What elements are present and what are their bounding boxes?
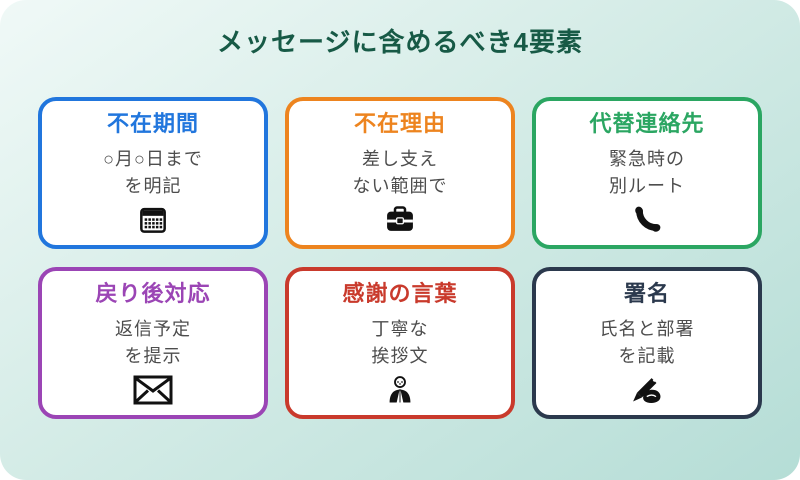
writing-hand-icon <box>630 375 664 405</box>
card-title: 感謝の言葉 <box>342 281 458 306</box>
card-line: 別ルート <box>609 176 685 196</box>
briefcase-icon <box>385 205 415 235</box>
card-line: ○月○日まで <box>103 149 203 169</box>
card-line: 差し支え <box>362 149 438 169</box>
card-title: 署名 <box>623 281 670 306</box>
page-title: メッセージに含めるべき4要素 <box>217 27 583 57</box>
card-absence-period: 不在期間 ○月○日まで を明記 <box>38 97 268 249</box>
praying-person-icon <box>385 375 415 405</box>
card-thanks: 感謝の言葉 丁寧な 挨拶文 <box>285 267 515 419</box>
card-alternative-contact: 代替連絡先 緊急時の 別ルート <box>532 97 762 249</box>
card-line: 挨拶文 <box>371 346 429 366</box>
envelope-icon <box>133 375 173 405</box>
card-line: を提示 <box>124 346 182 366</box>
card-line: 緊急時の <box>609 149 685 169</box>
card-line: ない範囲で <box>352 176 448 196</box>
card-absence-reason: 不在理由 差し支え ない範囲で <box>285 97 515 249</box>
card-signature: 署名 氏名と部署 を記載 <box>532 267 762 419</box>
card-title: 代替連絡先 <box>589 111 705 136</box>
card-line: を明記 <box>124 176 182 196</box>
card-title: 戻り後対応 <box>95 281 211 306</box>
card-line: 氏名と部署 <box>599 319 695 339</box>
card-title: 不在期間 <box>106 111 199 136</box>
card-after-return: 戻り後対応 返信予定 を提示 <box>38 267 268 419</box>
calendar-icon <box>138 205 168 235</box>
card-line: を記載 <box>618 346 676 366</box>
phone-icon <box>632 205 662 235</box>
card-line: 丁寧な <box>371 319 429 339</box>
card-title: 不在理由 <box>353 111 446 136</box>
card-grid: 不在期間 ○月○日まで を明記 不在理由 差し支え ない範囲で <box>38 97 762 419</box>
card-line: 返信予定 <box>115 319 191 339</box>
